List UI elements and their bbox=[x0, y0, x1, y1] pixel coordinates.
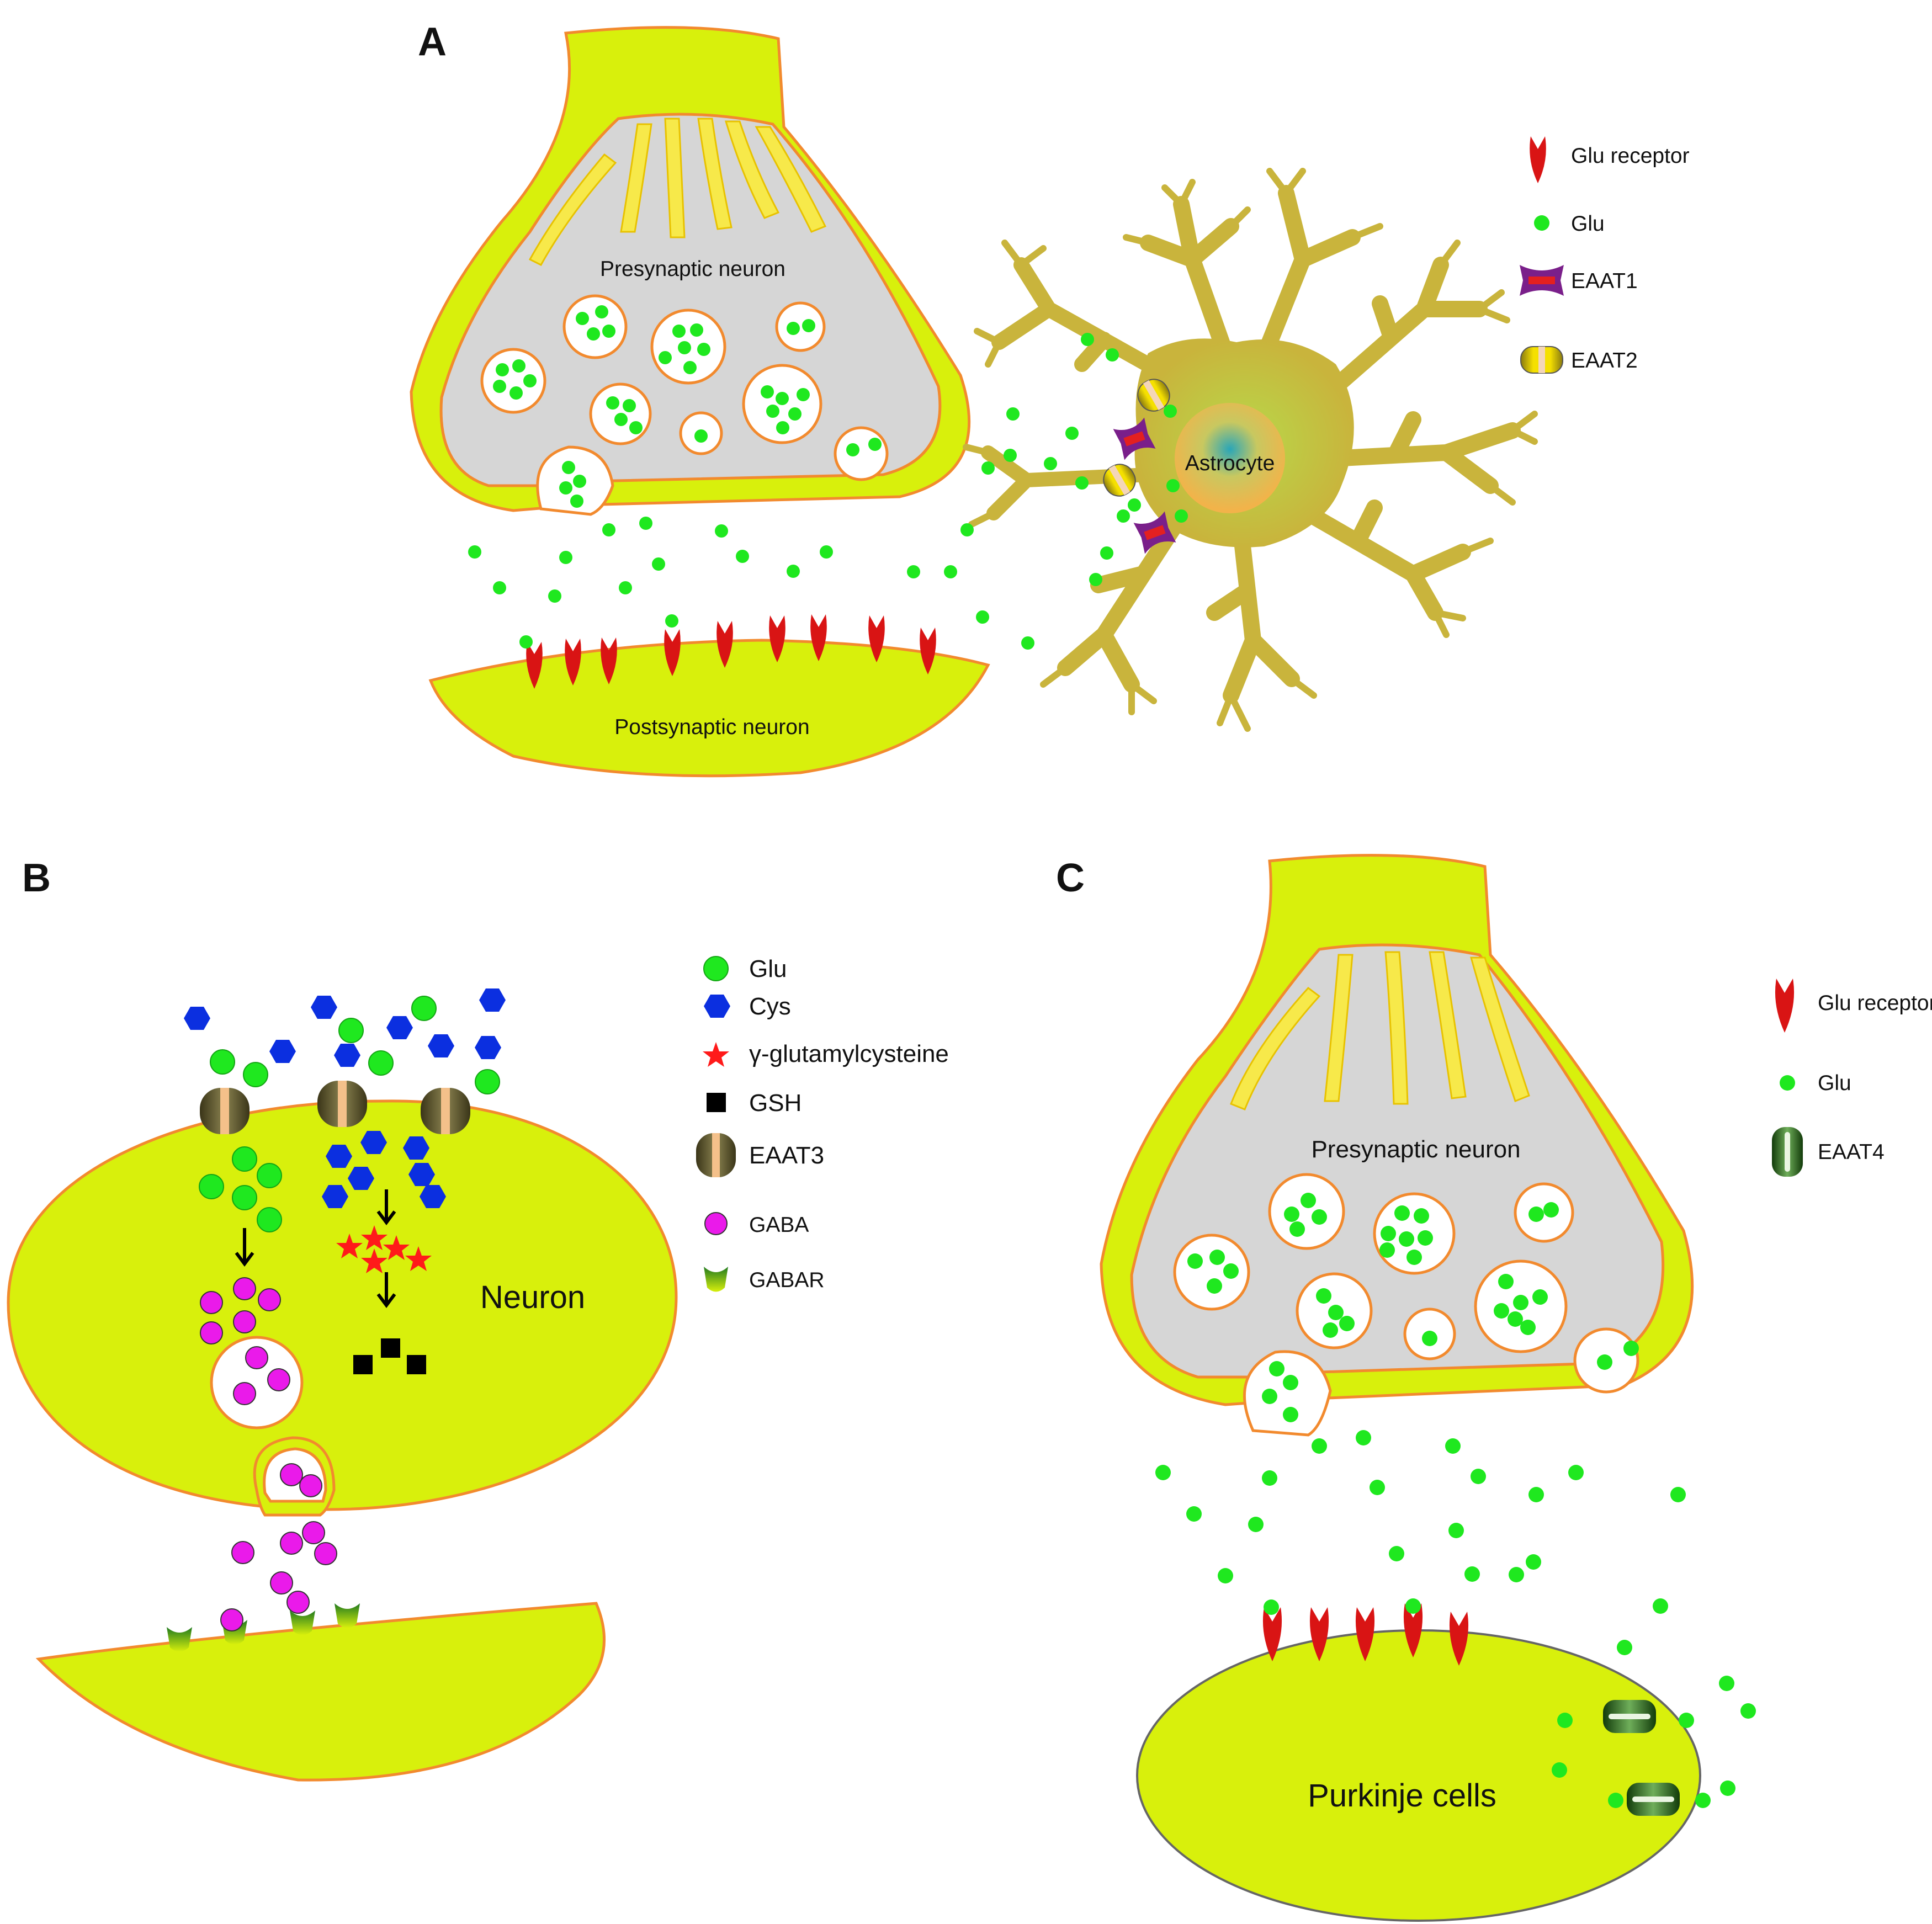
legend-b-label-4: EAAT3 bbox=[749, 1142, 824, 1169]
purkinje-label: Purkinje cells bbox=[1308, 1778, 1496, 1814]
postsynaptic-cell-b bbox=[35, 1602, 606, 1782]
glu-dot-icon bbox=[1780, 1075, 1795, 1091]
gsh-square-icon bbox=[707, 1093, 726, 1112]
eaat3-icon bbox=[696, 1133, 736, 1177]
gaba-dots-b bbox=[200, 1277, 337, 1631]
eaat1-icon bbox=[1520, 265, 1564, 296]
legend-a-label-0: Glu receptor bbox=[1571, 144, 1690, 168]
legend-b-label-5: GABA bbox=[749, 1213, 809, 1237]
astrocyte-label: Astrocyte bbox=[1185, 451, 1275, 475]
eaat3-transporters-b bbox=[200, 1081, 470, 1134]
legend-b-label-2: γ-glutamylcysteine bbox=[749, 1040, 949, 1067]
glu-receptors-c bbox=[1262, 1603, 1469, 1666]
panel-b-letter: B bbox=[22, 856, 51, 900]
eaat-transporters-a bbox=[1103, 379, 1176, 554]
eaat4-icon bbox=[1772, 1127, 1803, 1177]
gsh-squares-b bbox=[353, 1338, 426, 1374]
legend-b-label-0: Glu bbox=[749, 955, 787, 982]
legend-b-label-6: GABAR bbox=[749, 1268, 825, 1292]
glu-dots-a bbox=[468, 305, 1188, 650]
presynaptic-label-c: Presynaptic neuron bbox=[1311, 1136, 1520, 1163]
legend-c: Glu receptor Glu EAAT4 bbox=[1772, 979, 1932, 1177]
panel-b: B Neuron bbox=[7, 856, 949, 1782]
purkinje-cell: Purkinje cells bbox=[1136, 1629, 1701, 1922]
astrocyte: Astrocyte bbox=[963, 168, 1538, 732]
gaba-dot-icon bbox=[704, 1212, 728, 1235]
neuron-label: Neuron bbox=[480, 1279, 585, 1315]
star-icon bbox=[703, 1042, 729, 1067]
legend-c-label-2: EAAT4 bbox=[1818, 1140, 1885, 1164]
cys-hexagons-b bbox=[184, 988, 506, 1208]
legend-a-label-1: Glu bbox=[1571, 212, 1605, 236]
postsynaptic-neuron-a: Postsynaptic neuron bbox=[428, 639, 990, 778]
presynaptic-label-a: Presynaptic neuron bbox=[600, 257, 785, 281]
glu-receptors-a bbox=[526, 614, 936, 689]
arrows-b bbox=[235, 1189, 396, 1308]
legend-b-label-3: GSH bbox=[749, 1089, 802, 1117]
presynaptic-terminal-c: Presynaptic neuron bbox=[1100, 854, 1694, 1437]
gabar-icon bbox=[704, 1267, 728, 1292]
legend-a-label-2: EAAT1 bbox=[1571, 269, 1638, 293]
panel-c: C Presynaptic neu bbox=[1056, 854, 1932, 1922]
glu-dot-icon bbox=[703, 956, 729, 981]
legend-b-label-1: Cys bbox=[749, 993, 791, 1020]
stars-b bbox=[336, 1225, 432, 1273]
panel-a: A Presyn bbox=[410, 20, 1690, 778]
legend-a-label-3: EAAT2 bbox=[1571, 349, 1638, 373]
legend-c-label-0: Glu receptor bbox=[1818, 991, 1932, 1015]
presynaptic-terminal-a: Presynaptic neuron bbox=[410, 26, 971, 516]
panel-c-letter: C bbox=[1056, 856, 1085, 900]
cys-hexagon-icon bbox=[704, 995, 730, 1018]
eaat4-transporters-c bbox=[1603, 1700, 1680, 1816]
postsynaptic-label-a: Postsynaptic neuron bbox=[614, 715, 809, 739]
glu-dot-icon bbox=[1534, 215, 1549, 231]
legend-a: Glu receptor Glu EAAT1 EAAT2 bbox=[1520, 136, 1690, 374]
panel-a-letter: A bbox=[418, 20, 447, 64]
glu-dots-b bbox=[199, 996, 500, 1232]
legend-c-label-1: Glu bbox=[1818, 1071, 1851, 1095]
glu-receptor-icon bbox=[1775, 979, 1795, 1033]
legend-b: Glu Cys γ-glutamylcysteine GSH EAAT3 GAB… bbox=[696, 955, 949, 1292]
eaat2-icon bbox=[1520, 346, 1563, 374]
glu-dots-c bbox=[1155, 1193, 1756, 1808]
glu-receptor-icon bbox=[1530, 136, 1546, 183]
